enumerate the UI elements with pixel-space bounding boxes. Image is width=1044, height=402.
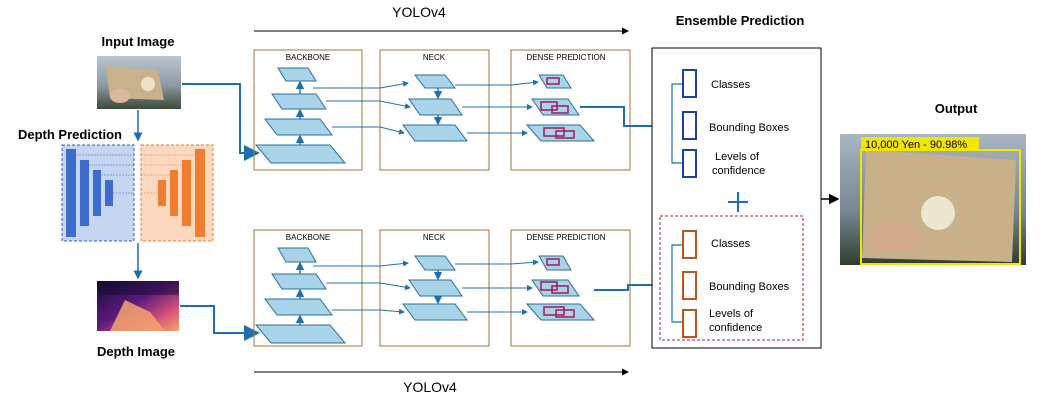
bottom-dense-boxes — [540, 258, 575, 318]
plane — [264, 298, 333, 316]
bottom-neck-label: NECK — [423, 233, 446, 242]
top-classes-label: Classes — [711, 79, 751, 91]
depth-image-label: Depth Image — [97, 344, 175, 359]
ensemble-box — [651, 47, 822, 349]
bottom-backbone-label: BACKBONE — [286, 233, 330, 242]
plane — [538, 74, 572, 89]
bottom-neck-planes — [402, 255, 468, 321]
bottom-dense-to-ensemble-arrow — [594, 277, 668, 293]
plane — [408, 279, 463, 297]
top-crossstage-arrows — [313, 79, 539, 136]
plane — [271, 273, 327, 290]
top-dense-to-ensemble-arrow — [580, 106, 671, 134]
top-backbone-box — [253, 49, 363, 171]
plane — [408, 98, 463, 116]
top-model-label: YOLOv4 — [392, 4, 446, 20]
bottom-conf-box — [682, 309, 697, 338]
bottom-classes-box — [682, 230, 697, 259]
bottom-conf-label-2: confidence — [709, 322, 762, 334]
plus-icon — [728, 192, 748, 212]
bottom-group-bracket — [671, 244, 683, 323]
top-dense-label: DENSE PREDICTION — [526, 53, 605, 62]
bottom-conf-label-1: Levels of — [709, 308, 754, 320]
top-conf-label-1: Levels of — [715, 151, 760, 163]
top-classes-box — [682, 69, 697, 98]
input-image-label: Input Image — [102, 34, 175, 49]
top-conf-label-2: confidence — [712, 165, 765, 177]
plane — [264, 118, 333, 136]
bottom-group-frame — [659, 215, 804, 341]
top-dense-boxes — [540, 77, 575, 139]
bottom-model-label: YOLOv4 — [403, 379, 457, 395]
top-neck-planes — [402, 74, 468, 142]
top-conf-box — [682, 149, 697, 178]
depth-to-backbone-bottom-arrow — [180, 305, 260, 341]
top-backbone-planes — [254, 67, 347, 164]
plane — [538, 255, 572, 271]
output-label: Output — [935, 101, 978, 116]
plane — [277, 67, 317, 82]
top-group-bracket — [671, 83, 683, 164]
depth-prediction-label: Depth Prediction — [18, 127, 122, 142]
plane — [402, 303, 468, 321]
input-to-backbone-top-arrow — [182, 83, 260, 161]
plane — [254, 324, 347, 344]
plane — [271, 93, 327, 110]
plane — [402, 124, 468, 142]
depth-encoder — [61, 144, 135, 242]
bottom-crossstage-arrows — [313, 259, 539, 315]
depth-image — [97, 281, 179, 331]
ensemble-label: Ensemble Prediction — [676, 13, 805, 28]
top-dense-box — [510, 49, 631, 171]
plane — [277, 247, 317, 263]
detection-label: 10,000 Yen - 90.98% — [865, 139, 967, 151]
detection-label-bg — [861, 137, 979, 151]
top-boxes-box — [682, 111, 697, 140]
top-neck-label: NECK — [423, 53, 446, 62]
top-boxes-label: Bounding Boxes — [709, 122, 790, 134]
bottom-dense-label: DENSE PREDICTION — [526, 233, 605, 242]
output-image — [840, 134, 1026, 265]
bottom-classes-label: Classes — [711, 238, 751, 250]
plane — [254, 144, 347, 164]
depth-decoder — [140, 144, 214, 242]
bottom-boxes-box — [682, 271, 697, 300]
top-neck-box — [379, 49, 490, 171]
bottom-backbone-box — [253, 229, 363, 347]
input-image — [97, 56, 181, 109]
top-backbone-label: BACKBONE — [286, 53, 330, 62]
bottom-backbone-planes — [254, 247, 347, 344]
plane — [413, 74, 457, 89]
plane — [414, 255, 456, 271]
bottom-boxes-label: Bounding Boxes — [709, 281, 790, 293]
